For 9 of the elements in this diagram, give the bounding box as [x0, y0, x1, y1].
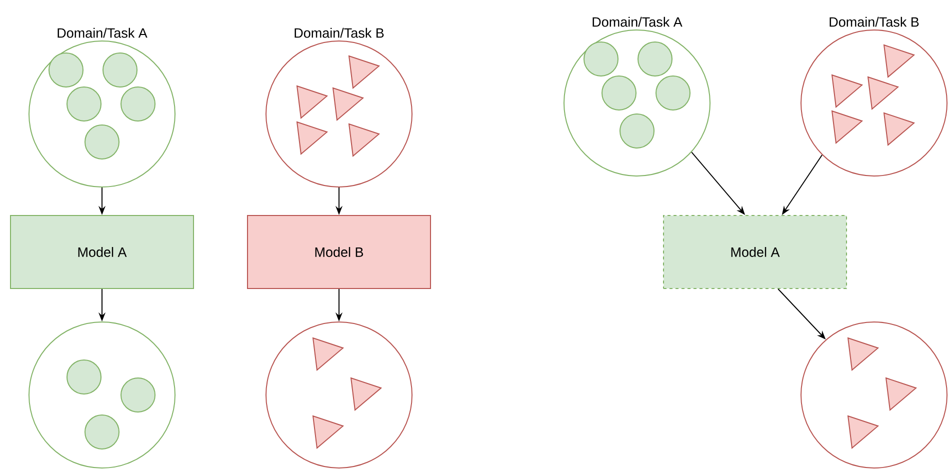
circle-node — [266, 322, 412, 468]
model-box: Model B — [247, 215, 431, 289]
heading: Domain/Task B — [294, 28, 384, 38]
model-box: Model A — [663, 215, 847, 289]
heading: Domain/Task B — [830, 16, 919, 27]
circle-node — [800, 322, 948, 468]
heading: Domain/Task A — [592, 16, 682, 27]
model-box: Model A — [10, 215, 194, 289]
heading: Domain/Task A — [58, 28, 148, 38]
